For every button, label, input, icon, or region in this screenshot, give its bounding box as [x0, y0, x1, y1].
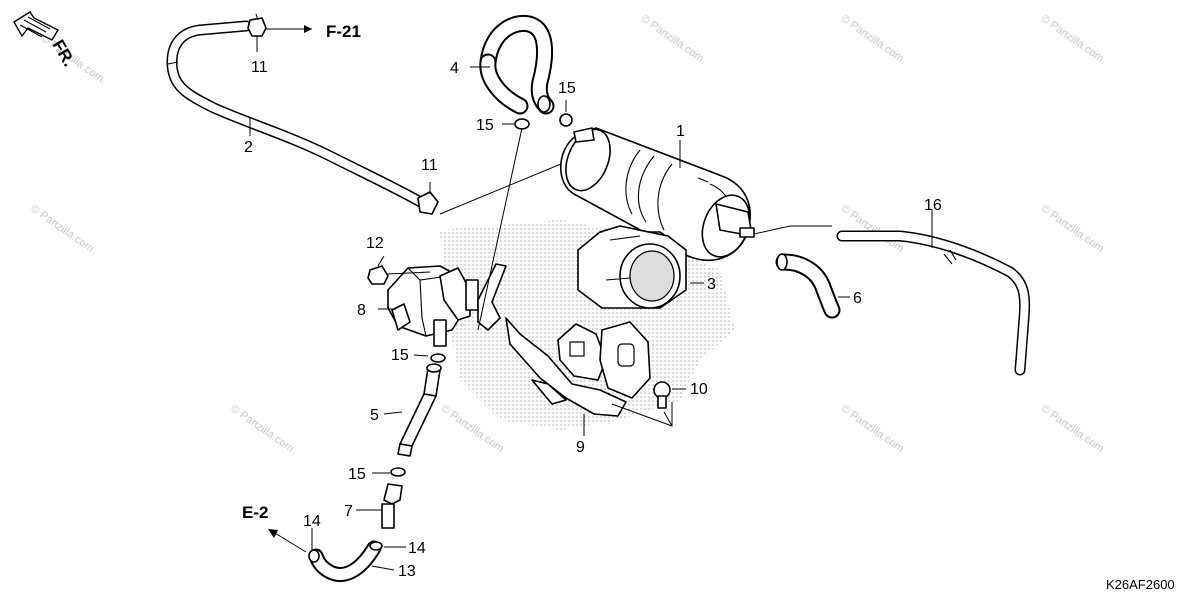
callout-16: 16	[924, 197, 942, 214]
part-2-hose	[166, 20, 430, 210]
callout-7: 7	[344, 503, 353, 520]
diagram-code: K26AF2600	[1106, 577, 1175, 592]
callout-10: 10	[690, 381, 708, 398]
part-11-clip-mid	[417, 191, 439, 215]
callout-3: 3	[707, 276, 716, 293]
route-line-vertical	[477, 127, 523, 331]
part-16-hose	[836, 230, 1031, 376]
part-10-bolt	[653, 381, 671, 409]
callout-12: 12	[366, 235, 384, 252]
callout-5: 5	[370, 407, 379, 424]
watermark: © Partzilla.com	[838, 13, 906, 65]
watermark: © Partzilla.com	[1038, 203, 1106, 255]
arrow-head-e2	[268, 529, 278, 538]
callout-4: 4	[450, 60, 459, 77]
callout-labels: 11 4 15 15 1 2 11 12 8 15 3 6 16 5 9 10 …	[244, 59, 942, 580]
callout-13: 13	[398, 563, 416, 580]
watermark: © Partzilla.com	[838, 203, 906, 255]
watermark: © Partzilla.com	[838, 403, 906, 455]
callout-11: 11	[421, 157, 438, 174]
reference-f21: F-21	[326, 22, 361, 41]
callout-9: 9	[576, 439, 585, 456]
arrow-head-f21	[304, 25, 312, 33]
front-direction-arrow: FR.	[13, 11, 79, 70]
leader-lines	[249, 36, 933, 571]
watermark: © Partzilla.com	[228, 403, 296, 455]
part-5-pipe	[397, 363, 442, 457]
watermark: © Partzilla.com	[1038, 403, 1106, 455]
watermark: © Partzilla.com	[28, 203, 96, 255]
callout-15: 15	[348, 466, 366, 483]
callout-15: 15	[391, 347, 409, 364]
callout-1: 1	[676, 123, 685, 140]
callout-8: 8	[357, 302, 366, 319]
part-12-bolt	[367, 265, 431, 285]
part-11-clip-top	[247, 13, 267, 37]
part-3-mount	[577, 225, 687, 309]
part-6-hose	[775, 253, 841, 319]
part-15-clip-c	[430, 353, 446, 363]
part-15-clip-b	[514, 118, 530, 130]
callout-11: 11	[251, 59, 268, 76]
watermark: © Partzilla.com	[1038, 13, 1106, 65]
callout-6: 6	[853, 290, 862, 307]
part-15-clip-a	[559, 113, 573, 127]
callout-14: 14	[303, 513, 321, 530]
part-13-hose	[308, 540, 382, 582]
callout-15: 15	[476, 117, 494, 134]
part-7-joint	[381, 483, 403, 529]
part-4-hose	[479, 14, 555, 115]
part-14-clip-b	[308, 549, 320, 563]
route-line-16	[753, 225, 832, 235]
part-15-clip-d	[390, 467, 406, 477]
reference-e2: E-2	[242, 503, 268, 522]
watermark: © Partzilla.com	[638, 13, 706, 65]
part-14-clip-a	[369, 541, 383, 551]
callout-15: 15	[558, 80, 576, 97]
part-9-bracket	[477, 263, 651, 417]
callout-14: 14	[408, 540, 426, 557]
part-8-valve	[387, 265, 479, 347]
part-1-canister	[560, 127, 755, 261]
callout-2: 2	[244, 139, 253, 156]
leader-10-split	[611, 402, 673, 427]
